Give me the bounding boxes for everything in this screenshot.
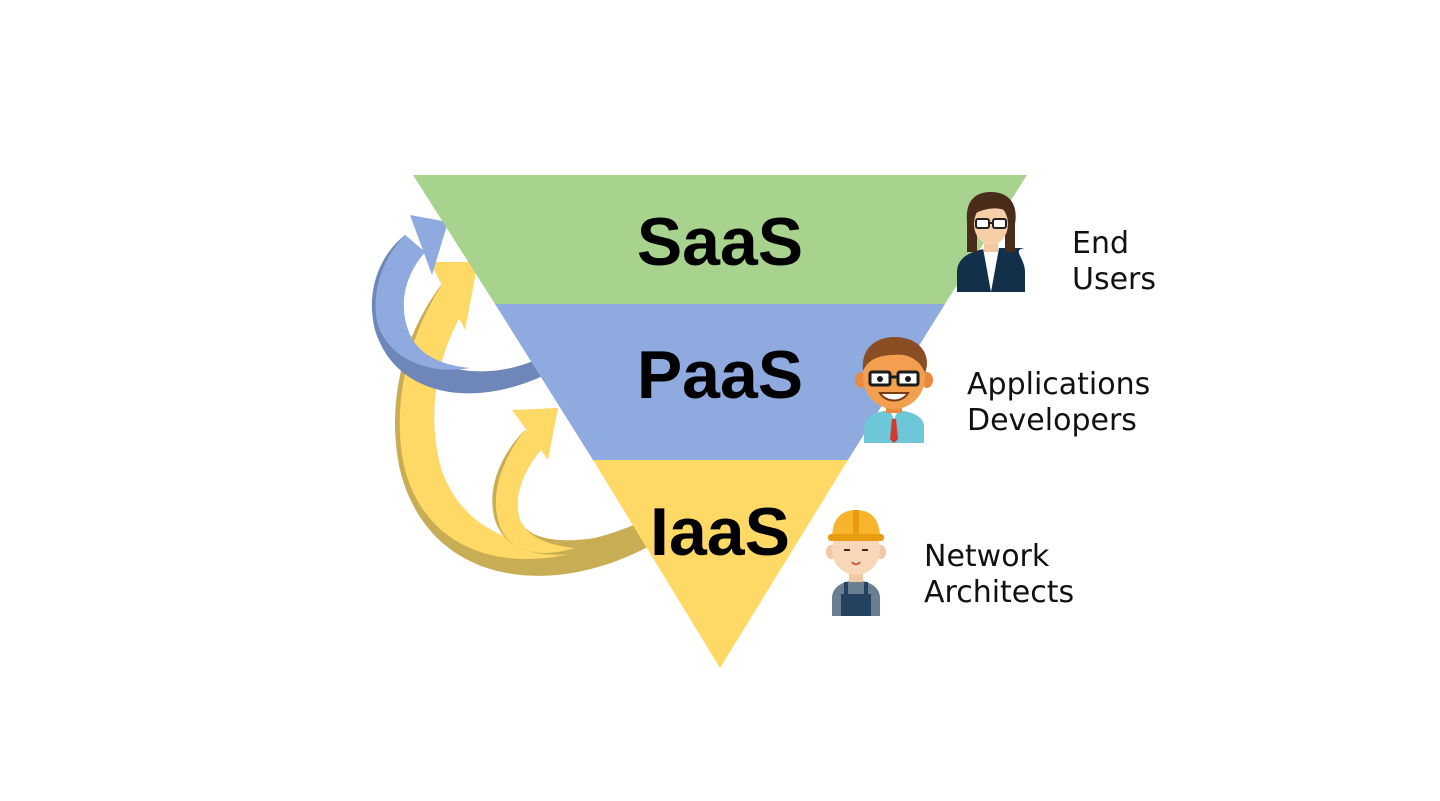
role-label-line: Architects — [924, 575, 1075, 610]
stack-arrows — [371, 215, 660, 576]
worker-with-hard-hat-avatar-icon — [826, 510, 886, 616]
man-with-glasses-and-tie-avatar-icon — [855, 337, 933, 443]
role-label-line: Network — [924, 539, 1050, 574]
role-label-line: Developers — [967, 403, 1137, 438]
service-pyramid — [413, 175, 1027, 668]
arrow-paas-to-saas-head — [410, 215, 448, 275]
paas-label: PaaS — [637, 337, 803, 413]
role-label-app-developers: Applications Developers — [967, 367, 1150, 439]
role-label-network-architects: Network Architects — [924, 539, 1074, 611]
saas-label: SaaS — [637, 204, 803, 280]
saas-layer — [413, 175, 1027, 304]
iaas-layer — [593, 460, 848, 668]
role-label-end-users: End Users — [1072, 226, 1156, 298]
woman-with-glasses-avatar-icon — [957, 192, 1025, 292]
paas-layer — [495, 304, 945, 460]
arrow-iaas-to-saas-body — [399, 280, 600, 560]
iaas-label: IaaS — [650, 494, 790, 570]
arrow-iaas-to-saas-shaft — [395, 280, 660, 576]
arrow-iaas-to-paas-head — [512, 408, 558, 460]
arrow-iaas-to-paas-body — [495, 430, 575, 553]
role-label-line: End — [1072, 226, 1130, 261]
role-label-line: Applications — [967, 367, 1151, 402]
arrow-paas-to-saas-body — [375, 235, 470, 370]
role-label-line: Users — [1072, 262, 1157, 297]
